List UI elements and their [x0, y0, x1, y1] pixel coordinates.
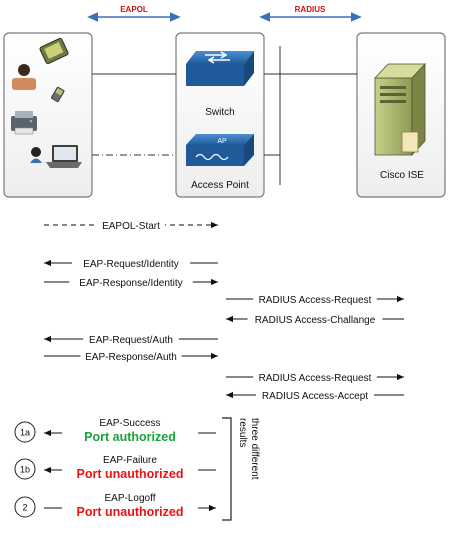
result-badge-circle — [14, 458, 36, 480]
eapol-span: EAPOL — [87, 5, 181, 22]
message-row: EAP-Request/Identity — [44, 256, 218, 270]
message-row: RADIUS Access-Challange — [226, 312, 404, 326]
result-badge-circle — [14, 496, 36, 518]
message-row: EAP-Response/Identity — [44, 275, 218, 289]
access-point-label: Access Point — [191, 180, 249, 191]
message-flow: EAPOL-StartEAP-Request/IdentityEAP-Respo… — [44, 218, 404, 402]
message-label: EAP-Request/Auth — [89, 335, 173, 346]
result-message: EAP-Success — [99, 418, 160, 429]
switch-label: Switch — [205, 107, 234, 118]
message-label: RADIUS Access-Request — [259, 373, 372, 384]
message-label: EAPOL-Start — [102, 221, 160, 232]
printer-icon — [11, 111, 37, 135]
cisco-ise-label: Cisco ISE — [380, 170, 424, 181]
radius-span: RADIUS — [259, 5, 362, 22]
user-icon — [12, 64, 36, 90]
result-badge: 1b — [20, 465, 30, 475]
result-badge-circle — [14, 421, 36, 443]
results-note-line-1: three different — [249, 418, 260, 480]
message-row: RADIUS Access-Accept — [226, 388, 404, 402]
network-devices-box: Switch AP Access Point — [175, 32, 265, 198]
eapol-label: EAPOL — [120, 5, 148, 14]
message-label: EAP-Request/Identity — [83, 259, 179, 270]
port-status: Port authorized — [84, 430, 176, 444]
switch-icon — [186, 51, 254, 86]
message-label: EAP-Response/Identity — [79, 278, 182, 289]
result-message: EAP-Failure — [103, 455, 157, 466]
ap-badge: AP — [217, 138, 227, 145]
message-label: RADIUS Access-Request — [259, 295, 372, 306]
pda-icon — [39, 37, 69, 65]
message-row: EAP-Response/Auth — [44, 349, 218, 363]
message-row: EAPOL-Start — [44, 218, 218, 232]
laptop-user-icon — [30, 145, 82, 168]
port-status: Port unauthorized — [77, 467, 184, 481]
message-row: RADIUS Access-Request — [226, 292, 404, 306]
message-row: EAP-Request/Auth — [44, 332, 218, 346]
client-devices-box — [3, 32, 93, 198]
radius-label: RADIUS — [295, 5, 326, 14]
result-message: EAP-Logoff — [105, 493, 156, 504]
message-row: RADIUS Access-Request — [226, 370, 404, 384]
access-point-icon: AP — [186, 134, 254, 166]
port-status: Port unauthorized — [77, 505, 184, 519]
results-bracket — [222, 417, 232, 521]
connections — [92, 46, 357, 185]
phone-icon — [51, 86, 65, 103]
message-label: EAP-Response/Auth — [85, 352, 177, 363]
result-badge: 1a — [20, 428, 30, 438]
cisco-ise-box: Cisco ISE — [356, 32, 446, 198]
result-badge: 2 — [22, 503, 27, 513]
results-note-line-2: results — [237, 418, 248, 447]
server-icon — [374, 62, 426, 157]
message-label: RADIUS Access-Accept — [262, 391, 368, 402]
results-note: three different results — [237, 418, 260, 482]
message-label: RADIUS Access-Challange — [255, 315, 376, 326]
